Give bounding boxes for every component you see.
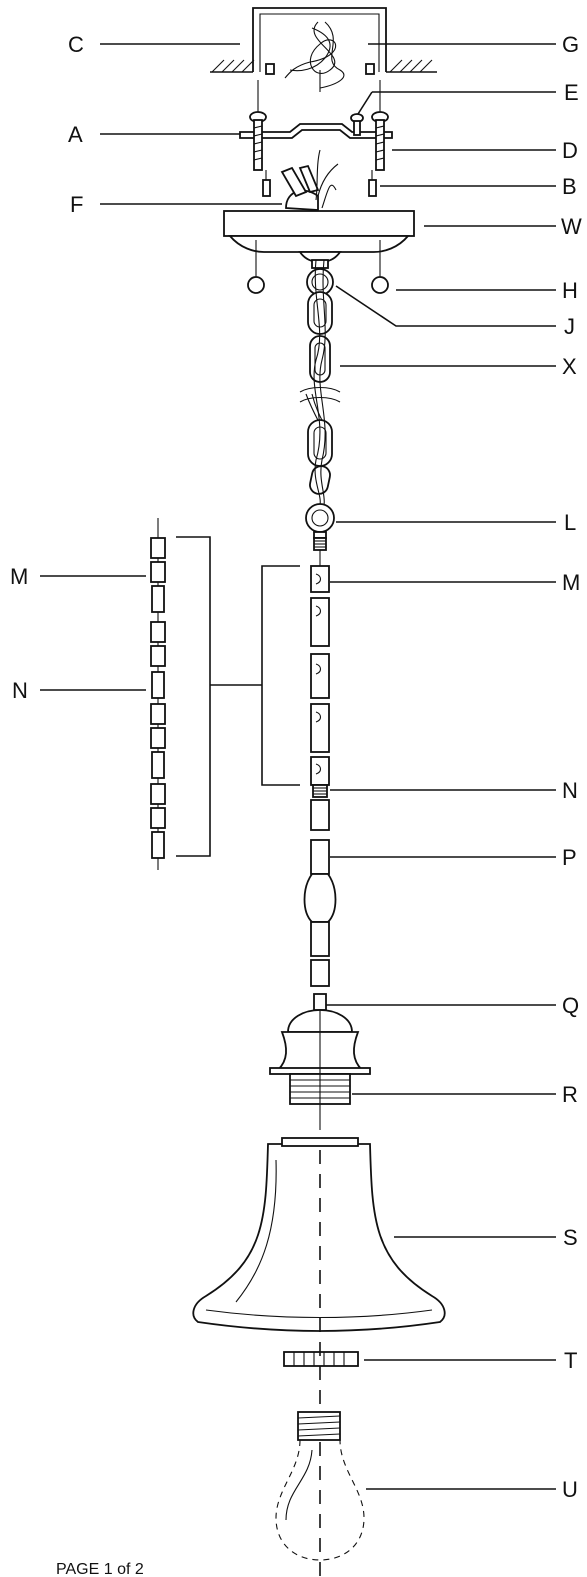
light-bulb bbox=[275, 1411, 365, 1561]
chain-wire bbox=[313, 259, 326, 506]
label-L: L bbox=[564, 510, 576, 535]
page-footer: PAGE 1 of 2 bbox=[56, 1561, 144, 1577]
ceiling-junction-box bbox=[210, 7, 437, 75]
label-Q: Q bbox=[562, 993, 579, 1018]
label-A: A bbox=[68, 122, 83, 147]
label-S: S bbox=[563, 1225, 578, 1250]
label-J: J bbox=[564, 314, 575, 339]
label-H: H bbox=[562, 278, 578, 303]
eye-loop bbox=[305, 503, 335, 551]
mounting-screws bbox=[249, 80, 389, 171]
shade-ring bbox=[283, 1351, 359, 1367]
label-R: R bbox=[562, 1082, 578, 1107]
decorative-stem bbox=[303, 799, 337, 1011]
glass-shade bbox=[192, 1137, 446, 1332]
label-W: W bbox=[561, 214, 582, 239]
label-B: B bbox=[562, 174, 577, 199]
canopy-loop bbox=[306, 259, 334, 296]
stem-tubes bbox=[310, 550, 330, 798]
label-E: E bbox=[564, 80, 579, 105]
label-N-left: N bbox=[12, 678, 28, 703]
label-T: T bbox=[564, 1348, 577, 1373]
canopy bbox=[223, 210, 415, 263]
label-U: U bbox=[562, 1477, 578, 1502]
leader-lines bbox=[40, 43, 556, 1490]
label-G: G bbox=[562, 32, 579, 57]
label-P: P bbox=[562, 845, 577, 870]
label-D: D bbox=[562, 138, 578, 163]
label-C: C bbox=[68, 32, 84, 57]
label-N-right: N bbox=[562, 778, 578, 803]
callout-labels: C G E A D B F W H J X L M M N N P Q R S … bbox=[10, 32, 582, 1502]
chain bbox=[299, 291, 341, 495]
label-F: F bbox=[70, 192, 83, 217]
ground-screw bbox=[350, 113, 364, 136]
canopy-screws bbox=[262, 170, 377, 197]
canopy-knobs bbox=[247, 240, 389, 294]
label-X: X bbox=[562, 354, 577, 379]
stem-detail-inset bbox=[150, 518, 300, 870]
label-M-right: M bbox=[562, 570, 580, 595]
supply-wires bbox=[284, 21, 345, 92]
label-M-left: M bbox=[10, 564, 28, 589]
wire-nuts bbox=[280, 149, 339, 211]
